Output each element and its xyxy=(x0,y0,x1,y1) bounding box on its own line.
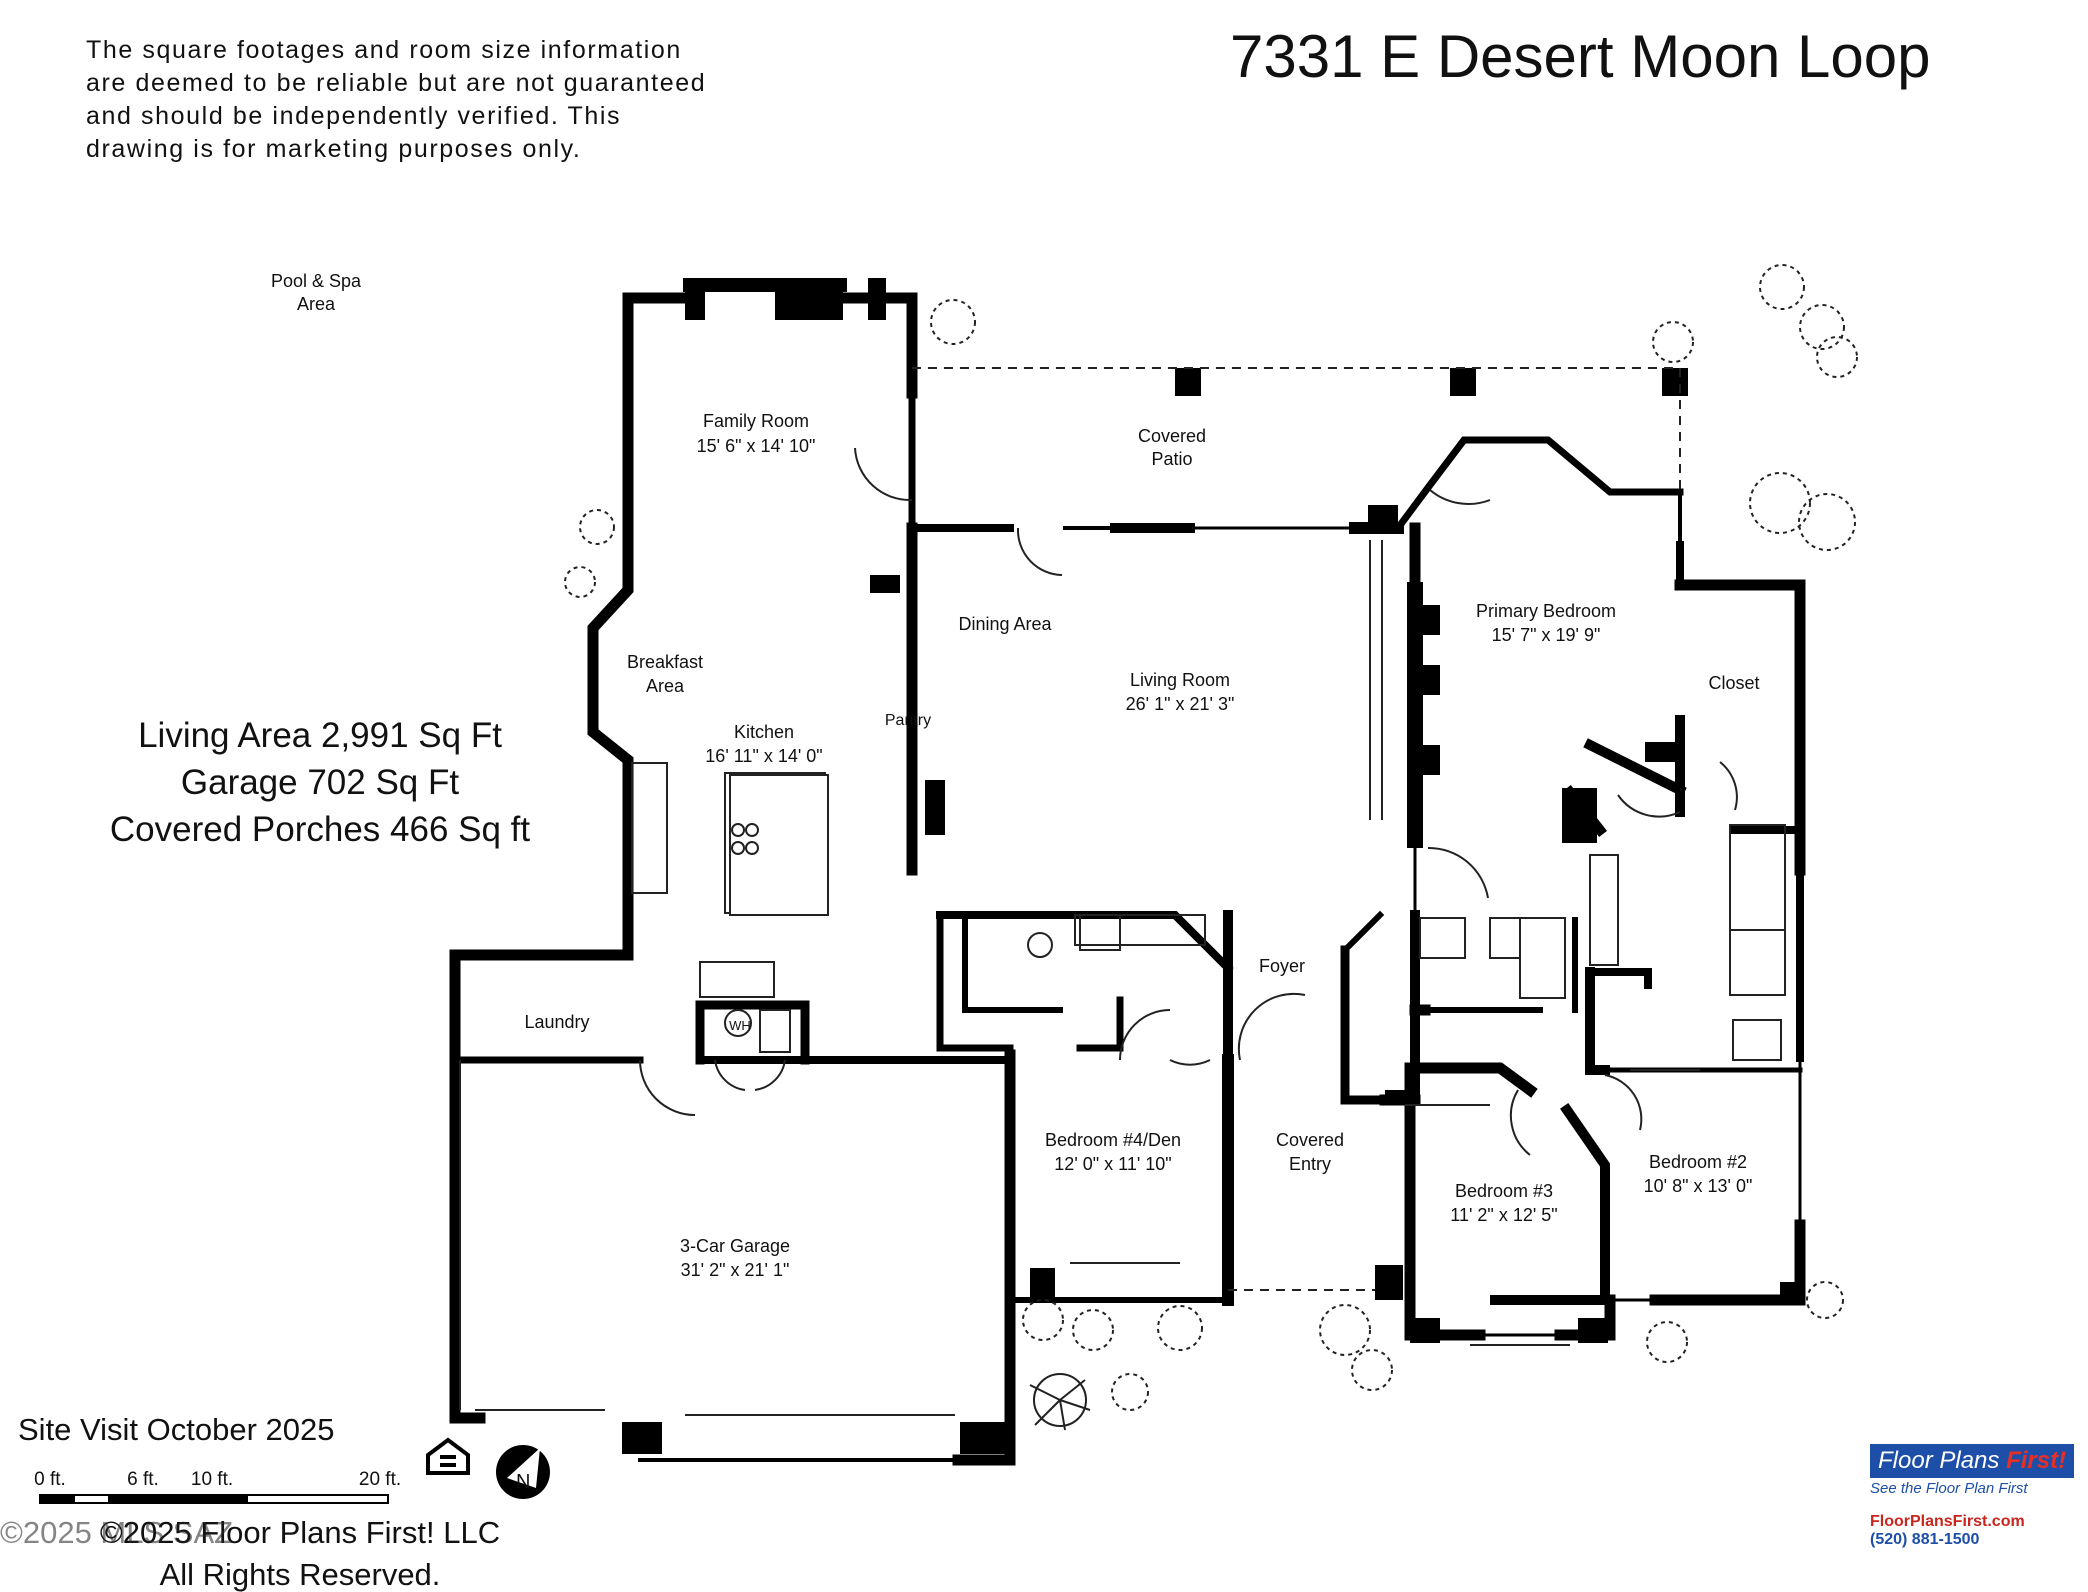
scale-tick-6: 6 ft. xyxy=(127,1469,159,1490)
garage-area: Garage 702 Sq Ft xyxy=(180,763,460,802)
equal-housing-logo xyxy=(426,1437,470,1475)
brand-phone: (520) 881-1500 xyxy=(1870,1531,1980,1548)
scale-tick-10: 10 ft. xyxy=(191,1469,233,1490)
garage-label: 3-Car Garage xyxy=(680,1236,790,1256)
door-swings xyxy=(639,447,1738,1156)
family-room-label: Family Room xyxy=(703,411,809,431)
porch-area: Covered Porches 466 Sq ft xyxy=(109,810,531,849)
pool-label: Area xyxy=(297,294,336,314)
patio-label: Patio xyxy=(1151,449,1192,469)
patio-label: Covered xyxy=(1138,426,1206,446)
water-heater-label: WH xyxy=(729,1018,751,1033)
bedroom-4-size: 12' 0" x 11' 10" xyxy=(1054,1154,1171,1174)
primary-bedroom-label: Primary Bedroom xyxy=(1476,601,1616,621)
kitchen-island xyxy=(729,774,829,916)
primary-bedroom-size: 15' 7" x 19' 9" xyxy=(1492,625,1601,645)
scale-bar: 0 ft. 6 ft. 10 ft. 20 ft. xyxy=(34,1469,401,1504)
compass-letter: N xyxy=(516,1471,530,1493)
bedroom-2-label: Bedroom #2 xyxy=(1649,1152,1747,1172)
dining-label: Dining Area xyxy=(958,614,1052,634)
bedroom-3-label: Bedroom #3 xyxy=(1455,1181,1553,1201)
wall-blocks xyxy=(622,278,1805,1454)
laundry-label: Laundry xyxy=(524,1012,589,1032)
landscape-shrubs xyxy=(564,264,1858,1431)
site-visit: Site Visit October 2025 xyxy=(18,1412,335,1447)
mls-overlay: ©2025 MLS SAZ xyxy=(0,1515,234,1550)
kitchen-label: Kitchen xyxy=(734,722,794,742)
disclaimer: The square footages and room size inform… xyxy=(86,34,726,166)
bedroom-2-size: 10' 8" x 13' 0" xyxy=(1644,1176,1753,1196)
closet-label: Closet xyxy=(1708,673,1759,693)
room-labels: Pool & Spa Area Family Room 15' 6" x 14'… xyxy=(271,271,1760,1280)
foyer-label: Foyer xyxy=(1259,956,1305,976)
walls xyxy=(449,278,1806,1466)
disclaimer-line: The square footages and room size inform… xyxy=(86,36,682,64)
property-address: 7331 E Desert Moon Loop xyxy=(1230,23,1931,90)
copyright-line: ©2025 Floor Plans First! LLC xyxy=(99,1515,501,1550)
pantry-label: Pantry xyxy=(885,712,931,729)
brand-block: Floor Plans First! See the Floor Plan Fi… xyxy=(1870,1444,2088,1549)
area-summary: Living Area 2,991 Sq Ft Garage 702 Sq Ft… xyxy=(60,712,580,853)
pool-label: Pool & Spa xyxy=(271,271,362,291)
brand-logo: Floor Plans First! xyxy=(1870,1444,2075,1478)
breakfast-label: Breakfast xyxy=(627,652,703,672)
disclaimer-line: are deemed to be reliable but are not gu… xyxy=(86,69,707,97)
scale-tick-0: 0 ft. xyxy=(34,1469,66,1490)
kitchen-size: 16' 11" x 14' 0" xyxy=(705,746,822,766)
garage-size: 31' 2" x 21' 1" xyxy=(681,1260,790,1280)
scale-tick-20: 20 ft. xyxy=(359,1469,401,1490)
covered-entry-label: Covered xyxy=(1276,1130,1344,1150)
brand-logo-b: First! xyxy=(2006,1447,2067,1474)
covered-entry-label: Entry xyxy=(1289,1154,1331,1174)
rights-line: All Rights Reserved. xyxy=(159,1557,441,1592)
bedroom-4-label: Bedroom #4/Den xyxy=(1045,1130,1181,1150)
copyright: ©2025 Floor Plans First! LLC ©2025 MLS S… xyxy=(0,1512,600,1592)
living-room-size: 26' 1" x 21' 3" xyxy=(1126,694,1235,714)
brand-logo-a: Floor Plans xyxy=(1878,1447,2007,1474)
living-area: Living Area 2,991 Sq Ft xyxy=(138,716,502,755)
brand-tagline: See the Floor Plan First xyxy=(1870,1480,2028,1497)
family-room-size: 15' 6" x 14' 10" xyxy=(697,436,816,456)
bedroom-3-size: 11' 2" x 12' 5" xyxy=(1450,1205,1557,1225)
breakfast-label: Area xyxy=(646,676,685,696)
living-room-label: Living Room xyxy=(1130,670,1230,690)
disclaimer-line: drawing is for marketing purposes only. xyxy=(86,135,582,163)
disclaimer-line: and should be independently verified. Th… xyxy=(86,102,622,130)
north-compass-icon: N xyxy=(496,1445,550,1499)
brand-url[interactable]: FloorPlansFirst.com xyxy=(1870,1513,2025,1530)
